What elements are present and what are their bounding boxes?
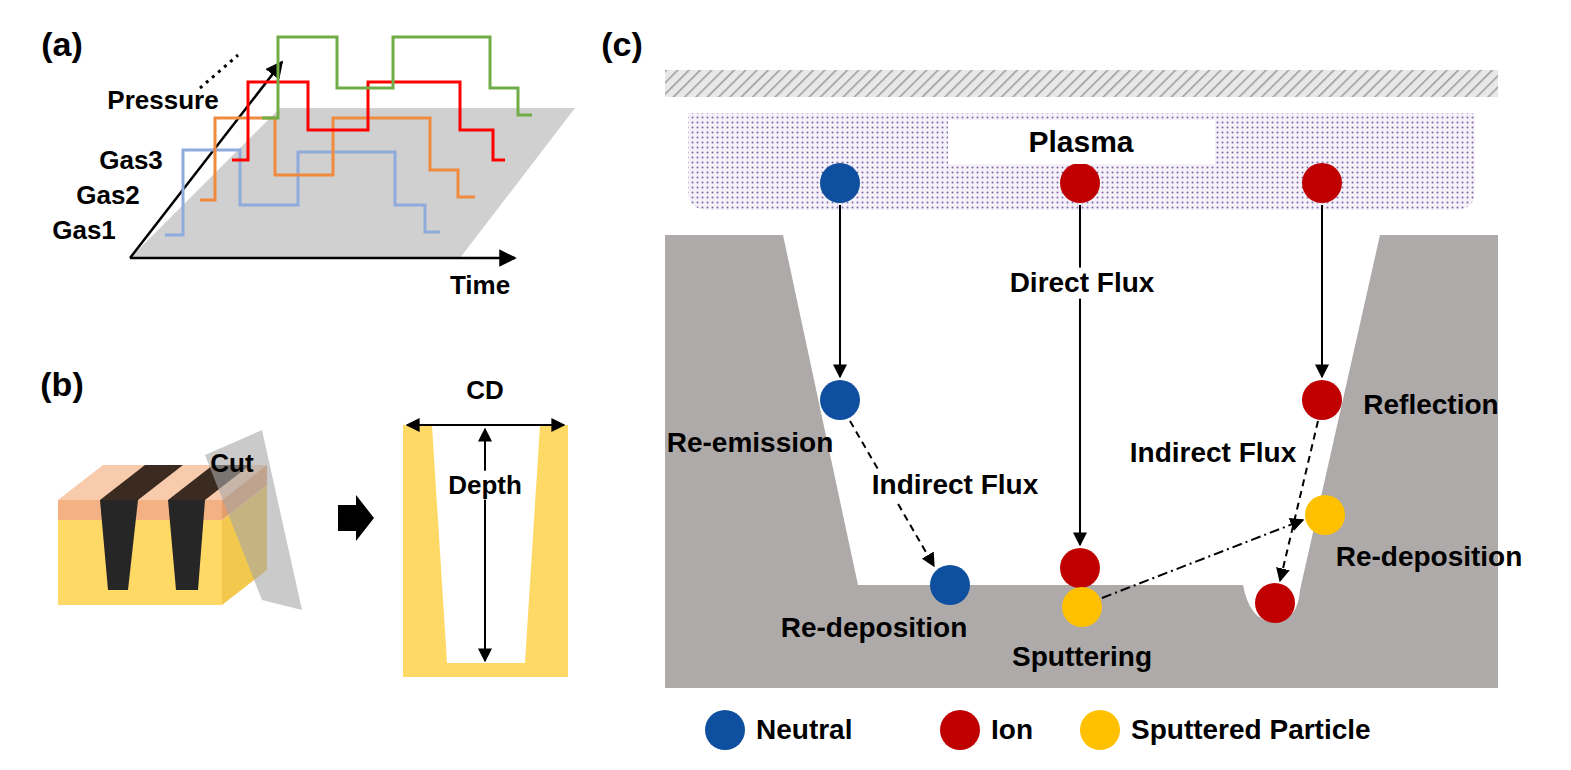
flux-label: Direct Flux [1007, 268, 1158, 299]
panel-letter: (c) [598, 26, 646, 63]
legend-text: Ion [988, 715, 1036, 746]
flux-label: Indirect Flux [1127, 438, 1299, 469]
process-label: Re-deposition [778, 613, 971, 644]
legend-text: Sputtered Particle [1128, 715, 1374, 746]
process-label: Sputtering [1009, 642, 1155, 673]
dimension-label: CD [463, 376, 507, 405]
process-label: Reflection [1360, 390, 1501, 421]
etch-schematic [665, 70, 1498, 688]
legend-swatch [940, 710, 980, 750]
process-label: Re-deposition [1333, 542, 1526, 573]
axis-label: Pressure [104, 86, 221, 115]
axis-label: Gas1 [49, 216, 119, 245]
axis-label: Gas3 [96, 146, 166, 175]
plasma-label-box: Plasma [948, 120, 1215, 164]
panel-letter: (a) [38, 26, 86, 63]
dimension-label: Depth [445, 471, 525, 500]
flux-label: Indirect Flux [869, 470, 1041, 501]
part-label: Cut [207, 449, 256, 478]
trench-block [58, 425, 568, 677]
panel-letter: (b) [37, 366, 86, 403]
region-label: Plasma [1028, 125, 1133, 159]
legend-text: Neutral [753, 715, 855, 746]
legend-swatch [705, 710, 745, 750]
axis-label: Gas2 [73, 181, 143, 210]
legend-swatch [1080, 710, 1120, 750]
pulse-plot [130, 37, 575, 258]
axis-label: Time [447, 271, 513, 300]
process-label: Re-emission [664, 428, 837, 459]
